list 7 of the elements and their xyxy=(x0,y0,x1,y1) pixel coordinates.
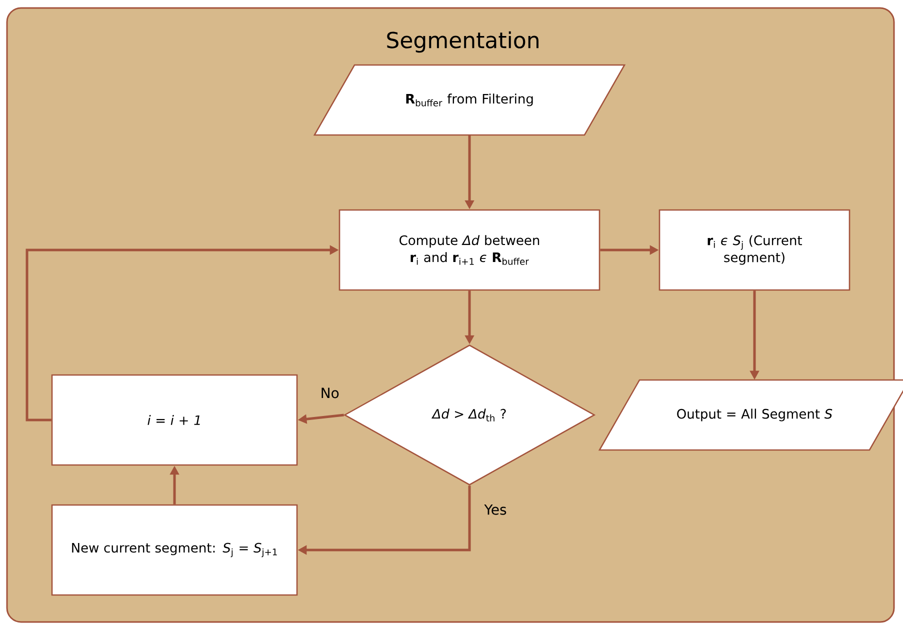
process-box: r$_{i}$ ϵ S$_{j}$ (Current segment) xyxy=(658,209,850,291)
process-box: i = i + 1 xyxy=(51,374,298,466)
process-box: Compute Δd between r$_{i}$ and r$_{i+1}$ ϵ R$_{buffer}$ xyxy=(338,209,600,291)
panel-title: Segmentation xyxy=(387,31,538,53)
edge-label: No xyxy=(322,388,339,398)
edge-label: Yes xyxy=(484,504,506,515)
process-box: New current segment: S$_{j}$ = S$_{j+1}$ xyxy=(51,504,298,596)
